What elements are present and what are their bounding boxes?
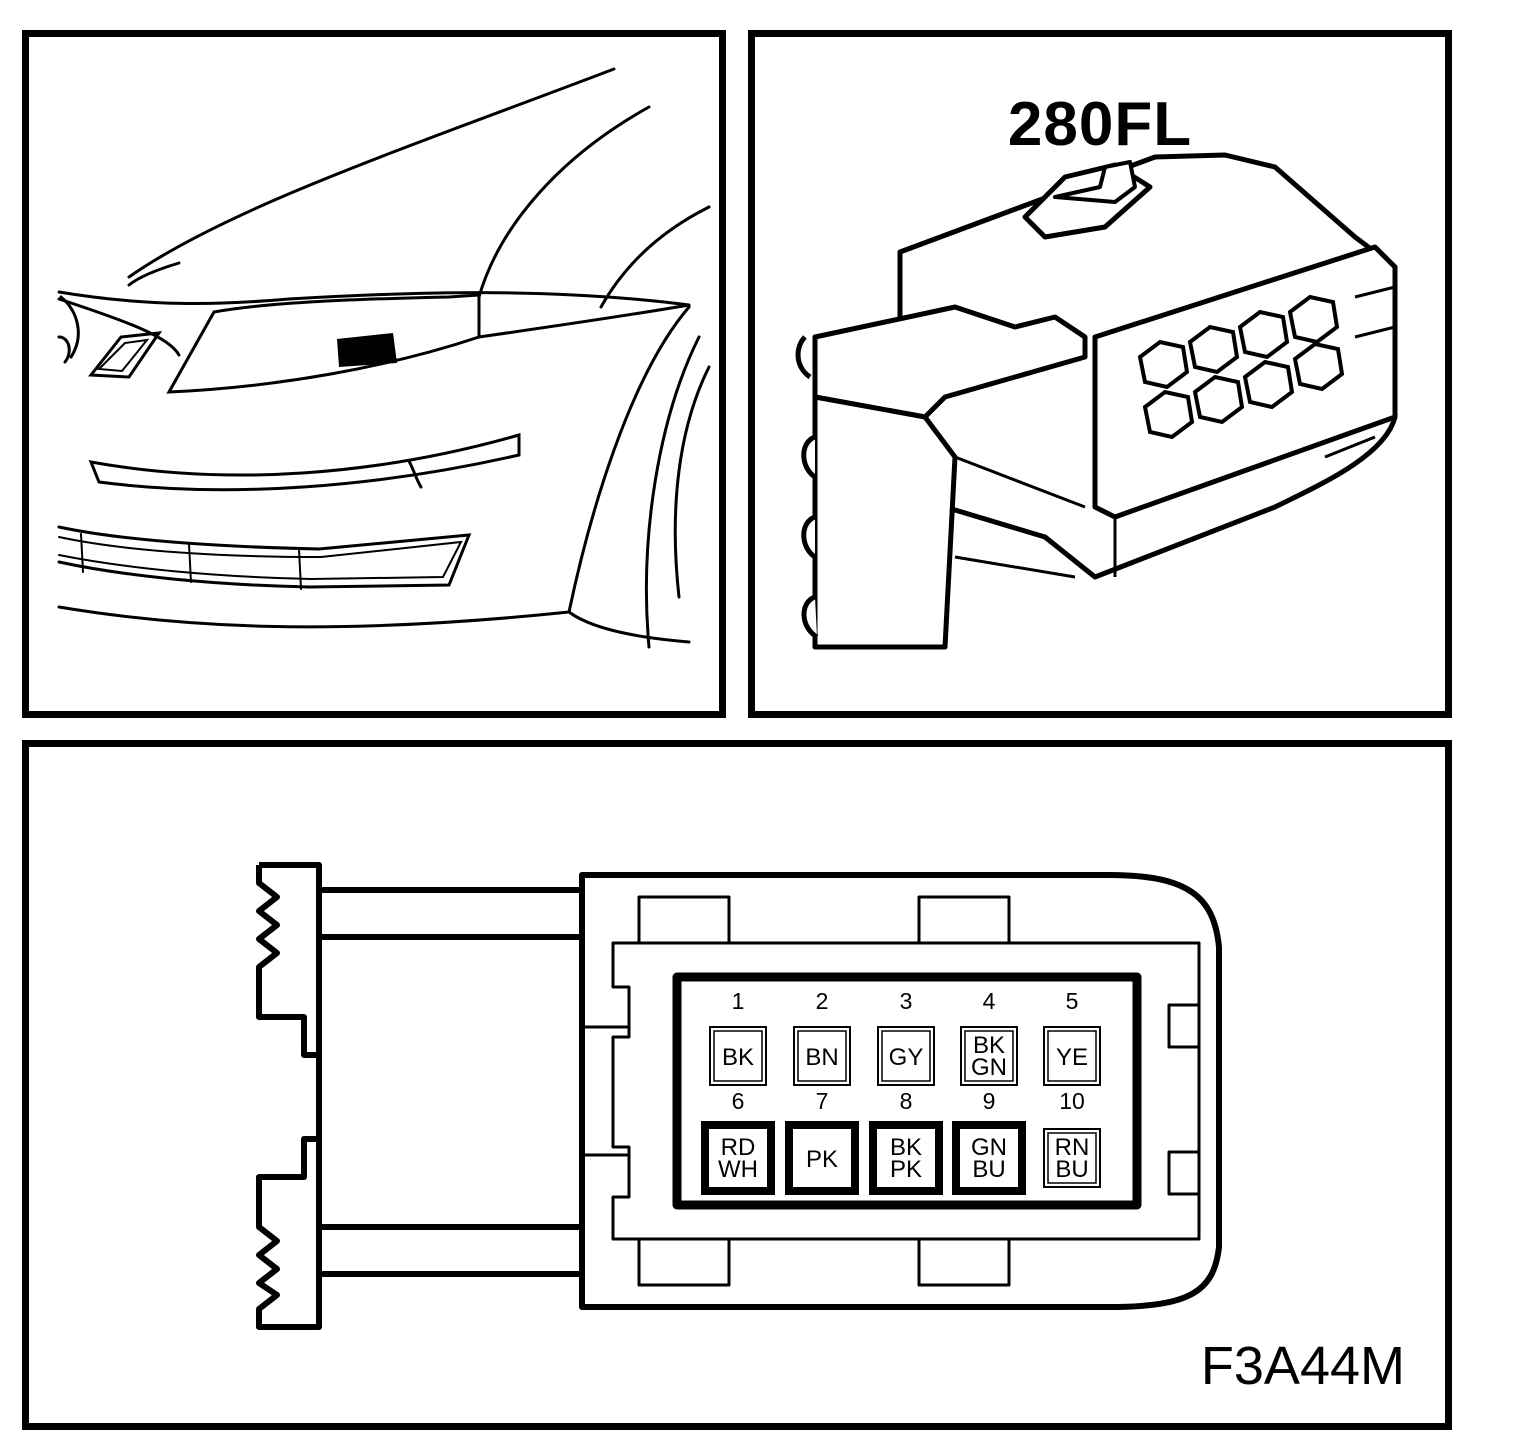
pin-wire-color-9-2: BU — [972, 1156, 1005, 1183]
figure-code: F3A44M — [1200, 1336, 1405, 1396]
pin-cavity-inner-3 — [881, 1030, 931, 1082]
pin-wire-color-6-1: RD — [721, 1134, 756, 1161]
pin-number-6: 6 — [732, 1088, 745, 1114]
pin-cavity-10 — [1043, 1128, 1101, 1188]
pin-cavity-7 — [785, 1121, 859, 1195]
pin-number-5: 5 — [1066, 988, 1079, 1014]
pin-cavity-inner-1 — [713, 1030, 763, 1082]
pin-cavity-1 — [709, 1026, 767, 1086]
pin-cavity-2 — [793, 1026, 851, 1086]
pin-wire-color-2-1: BN — [805, 1044, 838, 1071]
pin-number-1: 1 — [732, 988, 745, 1014]
pin-cavity-8 — [869, 1121, 943, 1195]
pin-wire-color-1-1: BK — [722, 1044, 754, 1071]
pin-cavity-4 — [960, 1026, 1018, 1086]
pin-wire-color-10-2: BU — [1055, 1156, 1088, 1183]
pin-cavity-5 — [1043, 1026, 1101, 1086]
pin-number-10: 10 — [1059, 1088, 1085, 1114]
pin-cavity-9 — [952, 1121, 1026, 1195]
vehicle-front-illustration — [57, 67, 711, 649]
pin-wire-color-6-2: WH — [718, 1156, 758, 1183]
pin-cavity-inner-4 — [964, 1030, 1014, 1082]
pin-cavity-inner-5 — [1047, 1030, 1097, 1082]
pin-cavity-inner-10 — [1047, 1132, 1097, 1184]
vehicle-location-panel — [22, 30, 726, 718]
connector-face-diagram: 1BK2BN3GY4BKGN5YE6RDWH7PK8BKPK9GNBU10RNB… — [256, 862, 1222, 1330]
pin-wire-color-8-1: BK — [890, 1134, 922, 1161]
pin-wire-color-5-1: YE — [1056, 1044, 1088, 1071]
pin-cavity-inner-2 — [797, 1030, 847, 1082]
connector-perspective-panel: 280FL — [748, 30, 1452, 718]
pin-wire-color-7-1: PK — [806, 1146, 838, 1173]
pin-wire-color-4-1: BK — [973, 1032, 1005, 1059]
pin-wire-color-8-2: PK — [890, 1156, 922, 1183]
pin-wire-color-4-2: GN — [971, 1054, 1007, 1081]
pin-number-2: 2 — [816, 988, 829, 1014]
pin-number-8: 8 — [900, 1088, 913, 1114]
pin-cavity-3 — [877, 1026, 935, 1086]
connector-id-label: 280FL — [1007, 90, 1193, 159]
pin-wire-color-3-1: GY — [889, 1044, 924, 1071]
connector-location-marker — [337, 333, 397, 367]
pin-number-9: 9 — [983, 1088, 996, 1114]
pin-wire-color-9-1: GN — [971, 1134, 1007, 1161]
pin-number-4: 4 — [983, 988, 996, 1014]
pin-number-3: 3 — [900, 988, 913, 1014]
pin-wire-color-10-1: RN — [1055, 1134, 1090, 1161]
connector-3d-illustration — [795, 152, 1398, 650]
pin-number-7: 7 — [816, 1088, 829, 1114]
pin-cavity-6 — [701, 1121, 775, 1195]
